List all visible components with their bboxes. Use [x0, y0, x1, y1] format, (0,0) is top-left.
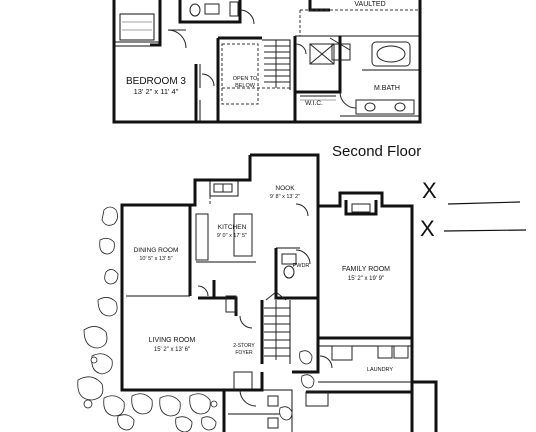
living-name: LIVING ROOM [149, 337, 196, 344]
dining-size: 10' 5" x 13' 5" [139, 256, 172, 262]
living-size: 15' 2" x 13' 6" [154, 347, 190, 353]
annotation-line-2 [443, 229, 527, 232]
family-name: FAMILY ROOM [342, 266, 390, 273]
laundry-label: LAUNDRY [367, 367, 394, 373]
main-stair-treads [264, 300, 290, 360]
handwritten-annotations: X X [420, 178, 527, 241]
nook-size: 9' 8" x 13' 2" [270, 194, 300, 200]
wic-label: W.I.C. [305, 100, 323, 107]
annotation-mark-1: X [422, 178, 437, 203]
annotation-line-1 [447, 201, 521, 205]
family-size: 15' 2" x 19' 9" [348, 276, 384, 282]
upper-floor-plan [112, 0, 422, 124]
foyer-line2: FOYER [235, 350, 253, 356]
pwdr-label: PWDR [293, 263, 310, 269]
vaulted-label: VAULTED [354, 1, 385, 8]
bedroom3-size: 13' 2" x 11' 4" [134, 87, 179, 96]
open-to-below-line2: BELOW [235, 83, 256, 89]
kitchen-size: 9' 0" x 17' 5" [217, 233, 247, 239]
dining-name: DINING ROOM [134, 247, 179, 254]
kitchen-name: KITCHEN [218, 224, 247, 231]
landscaping [77, 206, 315, 432]
foyer-line1: 2-STORY [233, 343, 255, 349]
main-floor-plan [120, 153, 438, 432]
bedroom3-name: BEDROOM 3 [126, 76, 186, 87]
open-to-below-line1: OPEN TO [233, 76, 258, 82]
annotation-mark-2: X [420, 216, 435, 241]
mbath-label: M.BATH [374, 85, 400, 92]
upper-stair-treads [264, 40, 290, 88]
nook-name: NOOK [275, 185, 295, 192]
second-floor-title: Second Floor [332, 143, 421, 160]
